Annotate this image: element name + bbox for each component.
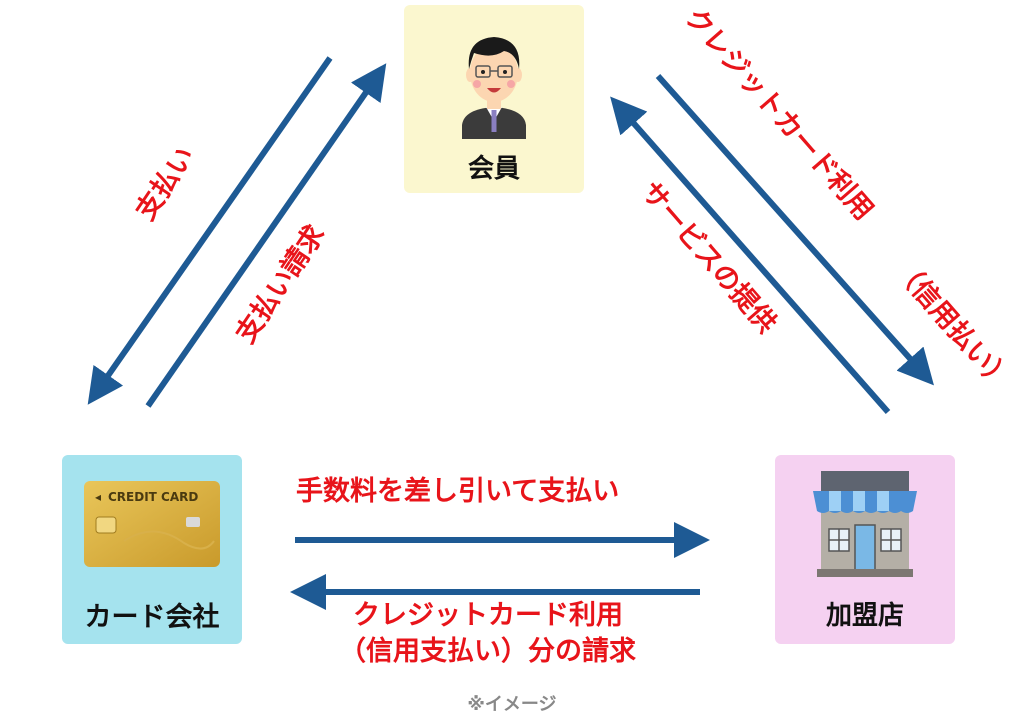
arrow-service (610, 96, 891, 414)
label-service: サービスの提供 (635, 176, 782, 339)
label-credit-use-1: クレジットカード利用 (679, 2, 880, 226)
credit-card-icon: ◂ CREDIT CARD (84, 481, 220, 567)
person-icon (462, 37, 526, 139)
label-credit-use-2: （信用払い） (888, 254, 1018, 397)
arrow-credit-use (655, 74, 934, 386)
member-label: 会員 (467, 154, 520, 184)
svg-text:◂: ◂ (95, 490, 101, 504)
arrow-payment (87, 56, 333, 405)
arrow-payment-request (145, 63, 387, 408)
store-icon (813, 471, 917, 577)
label-payment: 支払い (130, 141, 201, 225)
member-node: 会員 (404, 5, 584, 193)
merchant-node: 加盟店 (775, 455, 955, 644)
image-note: ※イメージ (467, 694, 557, 715)
label-billing-line1: クレジットカード利用 (353, 600, 623, 631)
card-company-node: ◂ CREDIT CARD カード会社 (62, 455, 242, 644)
merchant-label: 加盟店 (825, 601, 904, 631)
label-fee-payment: 手数料を差し引いて支払い (296, 476, 620, 507)
card-company-label: カード会社 (84, 602, 220, 633)
label-billing-line2: （信用支払い）分の請求 (339, 636, 636, 667)
label-payment-request: 支払い請求 (229, 219, 331, 349)
card-icon-text: CREDIT CARD (108, 490, 198, 504)
